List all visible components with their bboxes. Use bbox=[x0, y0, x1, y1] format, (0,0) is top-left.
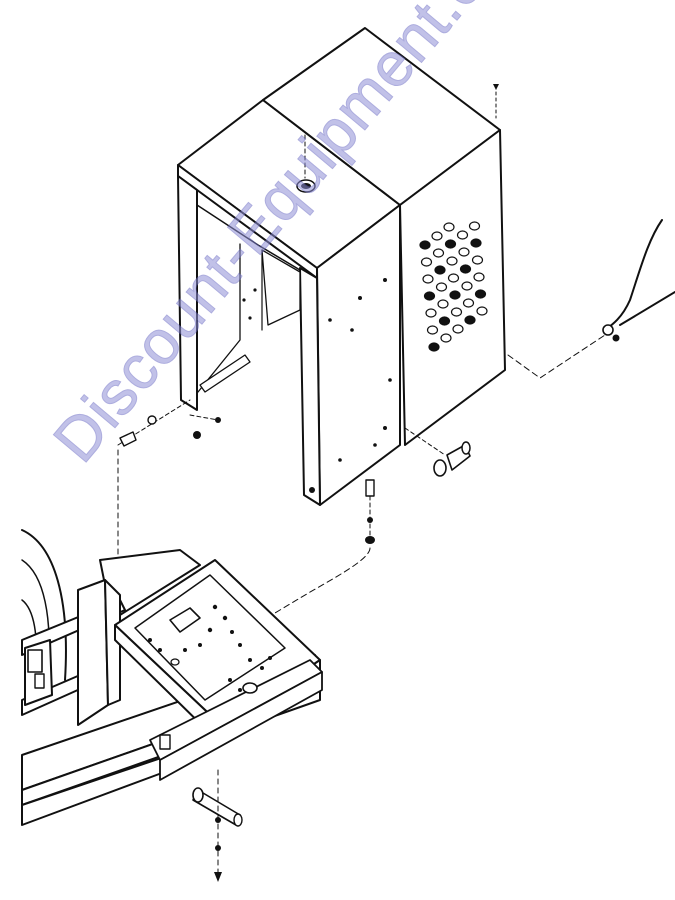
vent-hole bbox=[470, 238, 482, 248]
hood-spacer-bolt bbox=[229, 479, 375, 641]
vent-hole bbox=[456, 230, 469, 240]
vent-hole bbox=[425, 308, 437, 318]
axle-pin bbox=[192, 787, 243, 827]
vent-hole bbox=[473, 272, 485, 282]
vent-hole bbox=[428, 342, 440, 352]
vent-hole bbox=[459, 264, 472, 274]
vent-hole bbox=[474, 289, 487, 299]
vent-hole bbox=[462, 298, 475, 308]
vent-hole bbox=[449, 290, 461, 300]
t-handle bbox=[404, 427, 471, 477]
vent-hole bbox=[450, 307, 463, 317]
mount-plate-holes bbox=[148, 604, 272, 694]
vent-hole bbox=[447, 273, 460, 283]
vent-hole bbox=[440, 333, 452, 343]
vent-hole bbox=[476, 306, 488, 316]
vent-hole bbox=[446, 256, 458, 266]
vent-hole bbox=[452, 324, 464, 334]
vented-side-panel bbox=[262, 27, 506, 446]
wire-harness bbox=[507, 219, 675, 379]
vent-hole bbox=[435, 282, 448, 292]
vent-hole bbox=[438, 316, 451, 326]
panel-screw bbox=[493, 84, 499, 119]
vent-hole bbox=[461, 281, 473, 291]
vent-hole bbox=[443, 222, 455, 232]
vent-hole bbox=[464, 315, 476, 325]
tire-clamp bbox=[27, 649, 171, 750]
engine-cover-hood bbox=[177, 99, 401, 506]
vent-hole bbox=[434, 265, 446, 275]
vent-hole bbox=[437, 299, 449, 309]
vent-hole bbox=[423, 291, 436, 301]
vent-hole bbox=[422, 274, 434, 284]
base-frame bbox=[21, 529, 323, 826]
vent-hole bbox=[420, 257, 433, 267]
vent-hole bbox=[468, 221, 481, 231]
vent-hole bbox=[432, 248, 445, 258]
hood-mount-fasteners bbox=[117, 399, 221, 621]
vent-hole bbox=[444, 239, 457, 249]
vent-grille bbox=[419, 221, 488, 352]
vent-hole bbox=[419, 240, 431, 250]
vent-hole bbox=[431, 231, 443, 241]
vent-hole bbox=[471, 255, 484, 265]
frame-bolt bbox=[214, 769, 222, 882]
vent-hole bbox=[458, 247, 470, 257]
vent-hole bbox=[426, 325, 439, 335]
